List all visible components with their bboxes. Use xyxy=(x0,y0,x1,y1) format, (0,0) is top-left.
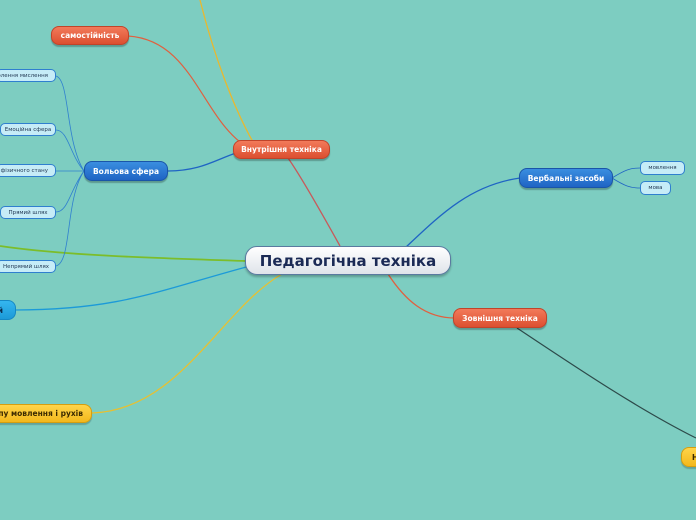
connector-central-green xyxy=(0,245,247,262)
leaf-language[interactable]: мова xyxy=(640,181,671,195)
connector-will-emotional xyxy=(55,129,85,172)
connector-central-verbal xyxy=(404,177,521,249)
connector-central-outer xyxy=(387,273,456,319)
leaf-speech[interactable]: мовлення xyxy=(640,161,685,175)
leaf-indirect-path[interactable]: Непрямий шлях xyxy=(0,260,56,273)
connector-will-indirect xyxy=(55,170,85,267)
branch-independence[interactable]: самостійність xyxy=(51,26,129,45)
connector-will-thinking xyxy=(55,75,85,172)
branch-tempo[interactable]: пу мовлення і рухів xyxy=(0,404,92,423)
connector-will-direct xyxy=(55,170,85,213)
leaf-physical-state[interactable]: фізичного стану xyxy=(0,164,56,177)
branch-cyan-fragment[interactable]: й xyxy=(0,300,16,320)
connector-central-tempo xyxy=(91,273,283,414)
central-topic[interactable]: Педагогічна техніка xyxy=(245,246,451,275)
connector-inner-top xyxy=(199,0,254,143)
connector-central-cyan xyxy=(14,265,251,311)
leaf-direct-path[interactable]: Прямий шлях xyxy=(0,206,56,219)
connector-inner-independence xyxy=(127,35,241,143)
connector-verbal-speech xyxy=(611,167,641,179)
connector-central-inner xyxy=(287,157,341,247)
leaf-thinking[interactable]: олення мислення xyxy=(0,69,56,82)
leaf-emotional-sphere[interactable]: Емоційна сфера xyxy=(0,123,56,136)
connector-verbal-language xyxy=(611,177,641,189)
branch-will-sphere[interactable]: Вольова сфера xyxy=(84,161,168,181)
branch-yellow-fragment[interactable]: Н xyxy=(681,447,696,467)
branch-inner-technique[interactable]: Внутрішня техніка xyxy=(233,140,330,159)
connector-outer-yellow xyxy=(516,327,696,439)
connector-inner-will xyxy=(167,152,237,172)
branch-verbal-means[interactable]: Вербальні засоби xyxy=(519,168,613,188)
branch-outer-technique[interactable]: Зовнішня техніка xyxy=(453,308,547,328)
